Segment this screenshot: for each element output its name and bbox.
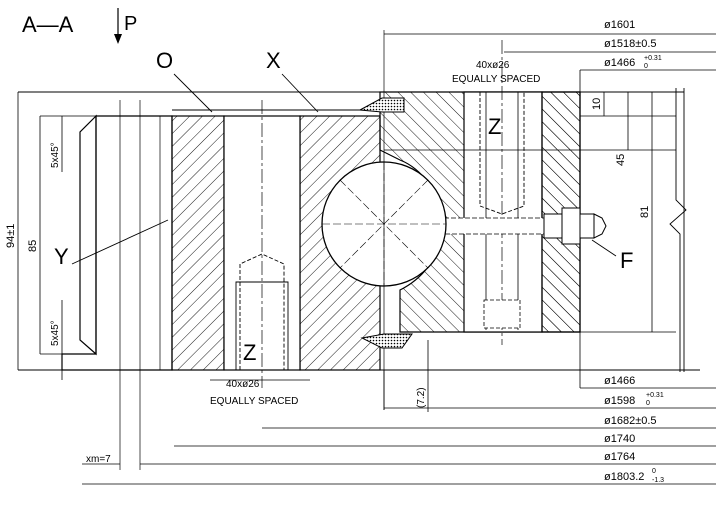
callout-f: F [620, 248, 633, 273]
chamfer-bottom: 5x45° [50, 320, 61, 346]
grease-nipple [543, 207, 607, 245]
dim-1803-tol-lower: -1.3 [652, 477, 664, 484]
dim-1682: ø1682±0.5 [604, 415, 657, 427]
dim-1598: ø1598 [604, 395, 635, 407]
dim-1803: ø1803.2 [604, 471, 644, 483]
dim-85: 85 [27, 240, 39, 252]
dim-1466-bottom: ø1466 [604, 375, 635, 387]
dim-1601: ø1601 [604, 19, 635, 31]
dim-1598-tol-upper: +0.31 [646, 392, 664, 399]
dim-1466-tol-upper: +0.31 [644, 55, 662, 62]
view-arrow-head [114, 34, 122, 44]
top-dim-lines [384, 33, 716, 333]
dim-81: 81 [639, 206, 651, 218]
callout-o: O [156, 48, 173, 73]
view-label: P [124, 13, 137, 35]
dim-1518: ø1518±0.5 [604, 38, 657, 50]
leader-f [591, 239, 617, 257]
gap-dim: (7.2) [416, 387, 427, 408]
dim-1598-tol-lower: 0 [646, 400, 650, 407]
callout-x: X [266, 48, 281, 73]
z-inner-label: Z [243, 340, 256, 365]
seal-top [358, 97, 405, 113]
dim-1740: ø1740 [604, 433, 635, 445]
callout-y: Y [54, 244, 69, 269]
dim-1803-tol-upper: 0 [652, 468, 656, 475]
dim-1764: ø1764 [604, 451, 635, 463]
z-outer-label: Z [488, 114, 501, 139]
dim-1466-tol-lower: 0 [644, 63, 648, 70]
left-dim-lines [17, 92, 96, 380]
xm-label: xm=7 [86, 454, 111, 465]
seal-bottom [360, 333, 413, 349]
outer-ring [379, 40, 581, 345]
dim-94: 94±1 [5, 224, 17, 248]
leader-o [173, 73, 213, 113]
inner-ring [61, 100, 381, 470]
outer-bolt-note: EQUALLY SPACED [452, 74, 540, 85]
break-line [669, 88, 687, 372]
bottom-dim-lines [82, 332, 716, 485]
leader-x [281, 73, 319, 113]
chamfer-top: 5x45° [50, 142, 61, 168]
inner-bolt-note: EQUALLY SPACED [210, 396, 298, 407]
dim-45: 45 [615, 154, 627, 166]
inner-bolt-spec: 40xø26 [226, 379, 260, 390]
outer-bolt-spec: 40xø26 [476, 60, 510, 71]
dim-10: 10 [591, 98, 603, 110]
dim-1466-top: ø1466 [604, 57, 635, 69]
section-label: A—A [22, 12, 74, 37]
